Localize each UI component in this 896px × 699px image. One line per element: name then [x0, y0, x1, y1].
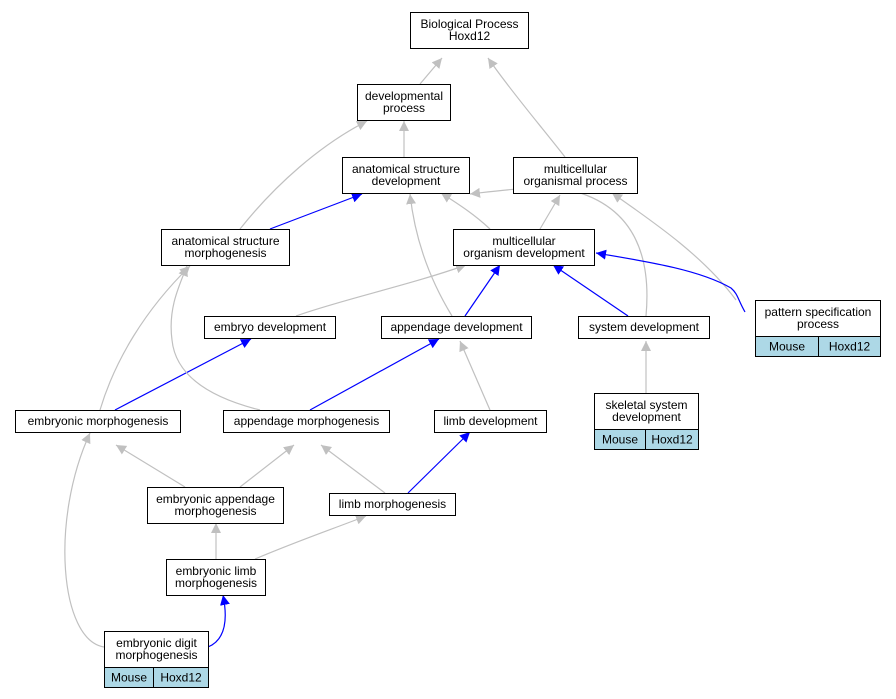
node-sys[interactable]: system development	[578, 316, 710, 339]
node-label-line: Hoxd12	[449, 29, 491, 43]
node-label-line: embryo development	[214, 320, 327, 334]
node-label-line: pattern specification	[765, 305, 872, 319]
node-box	[15, 410, 181, 433]
node-emb[interactable]: embryo development	[204, 316, 336, 339]
edge-asm-to-asd	[269, 192, 363, 230]
edge-pat-to-mop	[611, 192, 737, 301]
node-label-line: Biological Process	[420, 17, 518, 31]
node-limm[interactable]: limb morphogenesis	[329, 493, 456, 516]
node-label-line: appendage morphogenesis	[234, 414, 379, 428]
node-label-line: organismal process	[523, 174, 627, 188]
edge-app-to-mod	[464, 264, 501, 317]
edge-edm-to-elm	[207, 594, 230, 648]
node-label-line: organism development	[463, 246, 585, 260]
node-box	[329, 493, 456, 516]
edge-elm-to-limm	[254, 514, 367, 560]
node-label-line: morphogenesis	[115, 648, 197, 662]
node-box	[513, 157, 638, 194]
node-label-line: development	[372, 174, 441, 188]
edge-asm-to-dev	[239, 120, 368, 230]
edge-embm-to-emb	[114, 338, 252, 411]
node-label-line: embryonic morphogenesis	[28, 414, 169, 428]
node-label-line: anatomical structure	[352, 162, 460, 176]
edge-limm-to-appm	[320, 444, 386, 494]
edge-emb-to-mod	[295, 263, 467, 317]
edge-app-to-asd	[406, 193, 453, 317]
node-label-line: developmental	[365, 89, 443, 103]
node-label-line: multicellular	[544, 162, 607, 176]
edge-limm-to-limb	[407, 431, 471, 494]
node-label-line: embryonic appendage	[156, 492, 275, 506]
edge-embm-to-asm	[99, 265, 191, 411]
edge-mop-to-bp	[487, 57, 566, 158]
node-label-line: limb development	[443, 414, 538, 428]
node-label-line: multicellular	[492, 234, 555, 248]
edge-pat-to-mod	[595, 249, 746, 313]
edge-mod-to-mop	[539, 194, 561, 230]
node-label-line: process	[797, 317, 839, 331]
node-label-line: system development	[589, 320, 700, 334]
edges-layer	[64, 57, 746, 648]
node-label-line: embryonic limb	[176, 564, 257, 578]
node-limb[interactable]: limb development	[434, 410, 547, 433]
node-box	[410, 12, 529, 49]
node-box	[161, 229, 290, 266]
node-box	[147, 487, 284, 524]
node-label-line: skeletal system	[605, 398, 687, 412]
node-label-line: morphogenesis	[174, 504, 256, 518]
nodes-layer: Biological ProcessHoxd12developmentalpro…	[15, 12, 881, 688]
annotation-gene-cell	[818, 336, 881, 357]
node-box	[381, 316, 532, 339]
annotation-gene-cell	[153, 667, 209, 688]
node-label-line: anatomical structure	[171, 234, 279, 248]
annotation-species: Mouse	[111, 671, 147, 685]
annotation-gene: Hoxd12	[160, 671, 202, 685]
annotation-gene-cell	[645, 429, 699, 450]
node-label-line: development	[612, 410, 681, 424]
node-box	[223, 410, 390, 433]
annotation-gene: Hoxd12	[651, 433, 693, 447]
node-app[interactable]: appendage development	[381, 316, 532, 339]
node-box	[578, 316, 710, 339]
edge-eapm-to-appm	[239, 444, 295, 488]
node-label-line: limb morphogenesis	[339, 497, 446, 511]
annotation-species: Mouse	[769, 340, 805, 354]
node-box	[342, 157, 470, 194]
node-box	[204, 316, 336, 339]
node-box	[453, 229, 595, 266]
node-box	[166, 559, 266, 596]
node-appm[interactable]: appendage morphogenesis	[223, 410, 390, 433]
node-embm[interactable]: embryonic morphogenesis	[15, 410, 181, 433]
annotation-gene: Hoxd12	[829, 340, 871, 354]
node-box	[434, 410, 547, 433]
edge-eapm-to-embm	[115, 444, 186, 488]
edge-appm-to-app	[309, 338, 440, 411]
node-label-line: process	[383, 101, 425, 115]
annotation-species: Mouse	[602, 433, 638, 447]
edge-limb-to-app	[459, 340, 491, 411]
node-label-line: morphogenesis	[175, 576, 257, 590]
node-label-line: appendage development	[390, 320, 523, 334]
edge-dev-to-bp	[419, 57, 443, 85]
edge-mod-to-asd	[440, 192, 491, 230]
edge-appm-to-asm	[170, 265, 261, 411]
node-label-line: morphogenesis	[184, 246, 266, 260]
edge-sys-to-mod	[552, 264, 629, 317]
edge-edm-to-embm	[64, 432, 105, 648]
node-box	[357, 84, 451, 121]
node-label-line: embryonic digit	[116, 636, 197, 650]
